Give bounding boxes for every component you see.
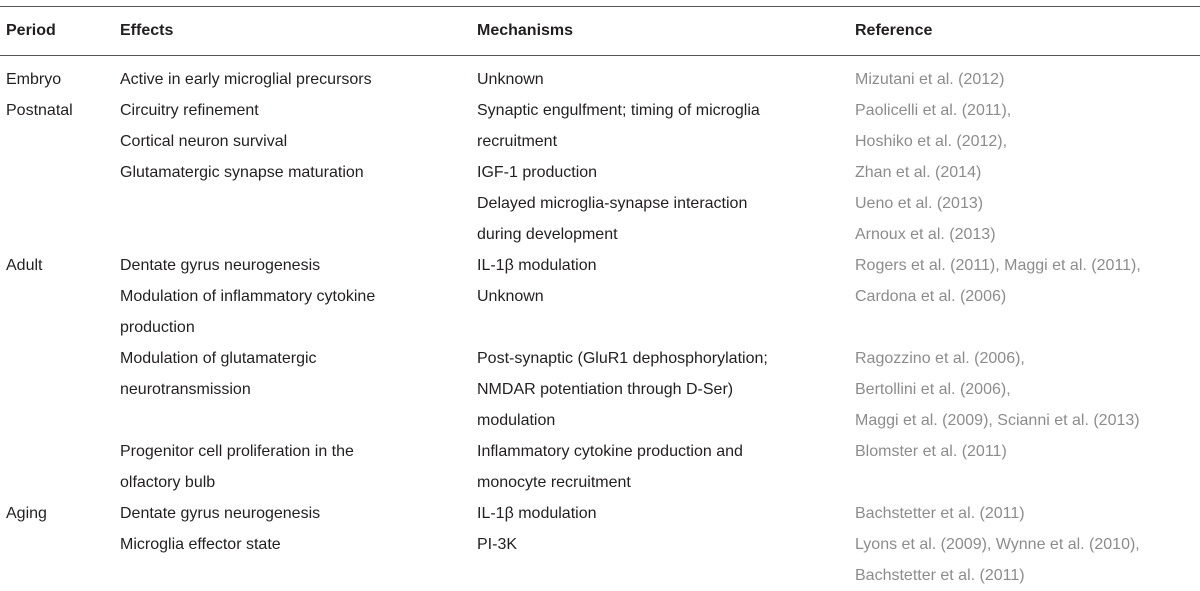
table-row: Postnatal Circuitry refinement Synaptic … [0,95,1200,150]
cell-period: Adult [6,257,43,274]
cell-reference: Mizutani et al. (2012) [855,71,1005,88]
header-mechanisms: Mechanisms [477,22,574,39]
cell-effects: Active in early microglial precursors [120,71,372,88]
cell-effects: Microglia effector state [120,536,281,553]
cell-reference: Zhan et al. (2014) [855,164,982,181]
table-row: Cortical neuron survival [0,126,1200,157]
table-top-rule [0,6,1200,7]
table-row: Progenitor cell proliferation in the olf… [0,436,1200,498]
table-row: Embryo Active in early microglial precur… [0,64,1200,95]
table-row: Aging Dentate gyrus neurogenesis IL-1β m… [0,498,1200,529]
header-reference: Reference [855,22,933,39]
table-row: Adult Dentate gyrus neurogenesis IL-1β m… [0,250,1200,281]
cell-reference: Lyons et al. (2009), Wynne et al. (2010)… [855,536,1140,584]
table-row: Microglia effector state PI-3K Lyons et … [0,529,1200,591]
cell-reference: Cardona et al. (2006) [855,288,1007,305]
cell-effects: Dentate gyrus neurogenesis [120,257,321,274]
table-row: Delayed microglia-synapse interaction du… [0,188,1200,250]
cell-reference: Blomster et al. (2011) [855,443,1007,460]
cell-effects: Dentate gyrus neurogenesis [120,505,321,522]
cell-effects: Glutamatergic synapse maturation [120,164,364,181]
cell-reference: Ueno et al. (2013) Arnoux et al. (2013) [855,195,996,243]
cell-mechanisms: Synaptic engulfment; timing of microglia… [477,102,760,150]
table-header-rule [0,55,1200,56]
cell-mechanisms: IL-1β modulation [477,505,597,522]
cell-mechanisms: Post-synaptic (GluR1 dephosphorylation; … [477,350,768,429]
cell-mechanisms: Unknown [477,288,544,305]
cell-period: Postnatal [6,102,73,119]
table-row: Modulation of glutamatergic neurotransmi… [0,343,1200,436]
cell-mechanisms: IGF-1 production [477,164,598,181]
table-row: Modulation of inflammatory cytokine prod… [0,281,1200,343]
table-body: Embryo Active in early microglial precur… [0,64,1200,591]
cell-effects: Progenitor cell proliferation in the olf… [120,443,354,491]
table-header-row: Period Effects Mechanisms Reference [0,6,1200,55]
cell-reference: Ragozzino et al. (2006), Bertollini et a… [855,350,1140,429]
cell-reference: Bachstetter et al. (2011) [855,505,1025,522]
cell-mechanisms: Inflammatory cytokine production and mon… [477,443,743,491]
cell-reference: Paolicelli et al. (2011), Hoshiko et al.… [855,102,1012,150]
cell-effects: Modulation of glutamatergic neurotransmi… [120,350,317,398]
header-period: Period [6,22,56,39]
header-effects: Effects [120,22,174,39]
cell-effects: Modulation of inflammatory cytokine prod… [120,288,376,336]
cell-period: Embryo [6,71,62,88]
cell-mechanisms: Unknown [477,71,544,88]
cell-effects: Cortical neuron survival [120,133,288,150]
cell-mechanisms: PI-3K [477,536,518,553]
cell-effects: Circuitry refinement [120,102,259,119]
cell-mechanisms: Delayed microglia-synapse interaction du… [477,195,748,243]
cell-period: Aging [6,505,47,522]
cell-mechanisms: IL-1β modulation [477,257,597,274]
cell-reference: Rogers et al. (2011), Maggi et al. (2011… [855,257,1141,274]
table-row: Glutamatergic synapse maturation IGF-1 p… [0,157,1200,188]
